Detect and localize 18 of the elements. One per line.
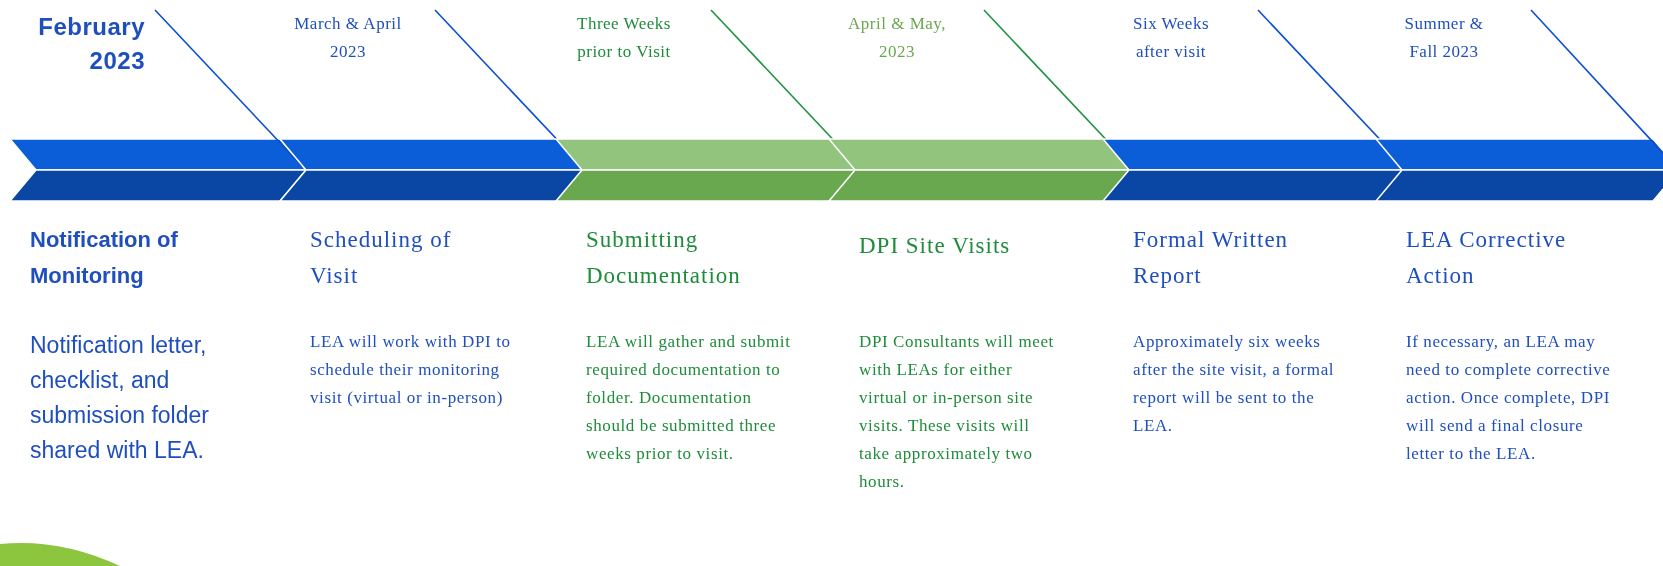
date-label: Summer & Fall 2023 <box>1403 13 1485 63</box>
stage-heading: Formal Written Report <box>1133 226 1290 290</box>
stage-description: LEA will gather and submit required documentation to folder. Documentation should be submitted three weeks prior to visit. <box>586 331 791 465</box>
stage-description: Approximately six weeks after the site visit, a formal report will be sent to the LEA. <box>1133 331 1336 437</box>
date-label: February 2023 <box>37 12 145 76</box>
date-label: April & May, 2023 <box>847 13 947 63</box>
date-label: Six Weeks after visit <box>1132 13 1210 63</box>
stage-heading: DPI Site Visits <box>859 232 1012 260</box>
date-label: Three Weeks prior to Visit <box>576 13 672 63</box>
stage-heading: LEA Corrective Action <box>1406 226 1568 290</box>
stage-description: DPI Consultants will meet with LEAs for either virtual or in-person site visits. These visits will take approximately two hours. <box>859 331 1055 493</box>
stage-heading: Notification of Monitoring <box>30 226 179 290</box>
stage-description: Notification letter, checklist, and submission folder shared with LEA. <box>30 331 210 465</box>
stage-description: If necessary, an LEA may need to complete corrective action. Once complete, DPI will send a final closure letter to the LEA. <box>1406 331 1611 465</box>
stage-heading: Submitting Documentation <box>586 226 742 290</box>
date-label: March & April 2023 <box>293 13 403 63</box>
stage-description: LEA will work with DPI to schedule their monitoring visit (virtual or in-person) <box>310 331 512 409</box>
stage-heading: Scheduling of Visit <box>310 226 453 290</box>
